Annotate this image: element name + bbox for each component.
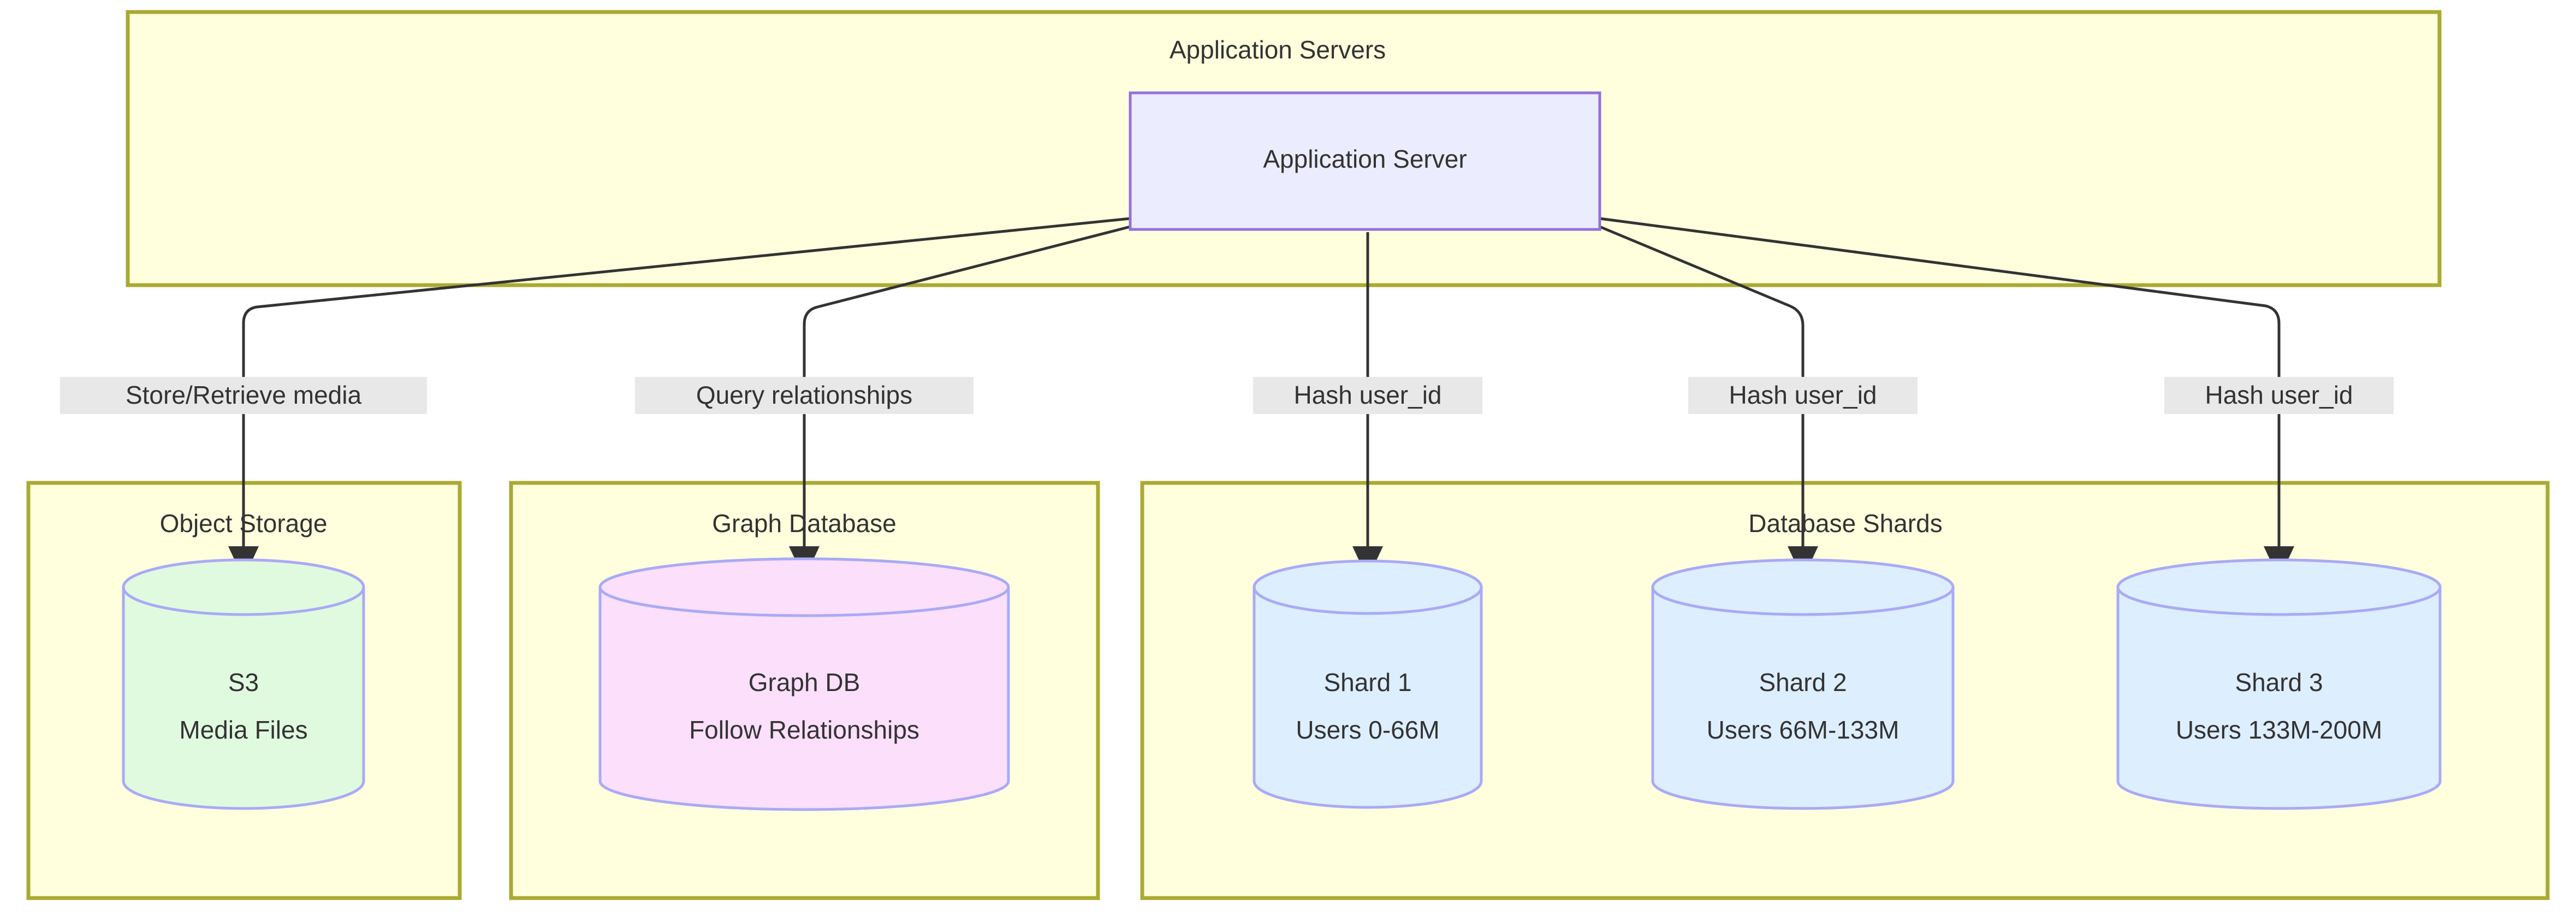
- node-shard3-cylinder[interactable]: Shard 3 Users 133M-200M: [2116, 558, 2442, 810]
- cluster-database-shards-title: Database Shards: [1748, 509, 1942, 538]
- node-s3-cylinder-top: [122, 558, 365, 616]
- edge-label-hash-user-id-shard3-text: Hash user_id: [2205, 381, 2353, 409]
- node-s3-cylinder[interactable]: S3 Media Files: [122, 558, 365, 810]
- node-shard1-label-primary: Shard 1: [1323, 668, 1411, 696]
- node-graph-db-label-secondary: Follow Relationships: [689, 716, 919, 744]
- node-shard1-cylinder[interactable]: Shard 1 Users 0-66M: [1253, 559, 1483, 809]
- node-shard3-label-primary: Shard 3: [2235, 668, 2323, 696]
- node-shard3-cylinder-top: [2116, 558, 2442, 616]
- node-shard2-label-secondary: Users 66M-133M: [1707, 716, 1900, 744]
- edge-label-hash-user-id-shard2: Hash user_id: [1688, 377, 1918, 414]
- edge-label-query-relationships-text: Query relationships: [696, 381, 912, 409]
- node-shard2-cylinder[interactable]: Shard 2 Users 66M-133M: [1651, 558, 1955, 810]
- node-shard1-cylinder-top: [1253, 559, 1483, 615]
- node-shard2-cylinder-top: [1651, 558, 1955, 616]
- cluster-application-servers-title: Application Servers: [1170, 36, 1386, 64]
- node-application-server-box[interactable]: [1129, 91, 1601, 231]
- node-application-server-label: Application Server: [1263, 145, 1467, 173]
- edge-label-query-relationships-bg: [635, 377, 974, 414]
- edge-label-hash-user-id-shard3: Hash user_id: [2164, 377, 2394, 414]
- edge-label-hash-user-id-shard2-text: Hash user_id: [1729, 381, 1877, 409]
- node-shard2-label-primary: Shard 2: [1759, 668, 1847, 696]
- edge-label-hash-user-id-shard1: Hash user_id: [1253, 377, 1482, 414]
- edge-store-retrieve-media-path: [242, 217, 1131, 557]
- node-graph-db-cylinder-top: [598, 557, 1010, 617]
- node-s3-label-secondary: Media Files: [179, 716, 307, 744]
- node-graph-db-cylinder[interactable]: Graph DB Follow Relationships: [598, 557, 1010, 811]
- node-shard3-label-secondary: Users 133M-200M: [2176, 716, 2382, 744]
- edge-query-relationships-path: [803, 225, 1131, 557]
- node-s3-label-primary: S3: [228, 668, 259, 696]
- node-application-server[interactable]: Application Server: [1129, 91, 1601, 231]
- edge-hash-user-id-shard2-path: [1599, 225, 1805, 557]
- edge-label-store-retrieve-media-text: Store/Retrieve media: [126, 381, 361, 409]
- edge-label-hash-user-id-shard3-bg: [2164, 377, 2394, 414]
- edge-label-store-retrieve-media: Store/Retrieve media: [60, 377, 427, 414]
- edge-label-hash-user-id-shard1-text: Hash user_id: [1293, 381, 1441, 409]
- edge-hash-user-id-shard3-path: [1599, 217, 2281, 557]
- node-graph-db-label-primary: Graph DB: [749, 668, 860, 696]
- edge-label-hash-user-id-shard2-bg: [1688, 377, 1918, 414]
- edge-label-hash-user-id-shard1-bg: [1253, 377, 1482, 414]
- edge-label-store-retrieve-media-bg: [60, 377, 427, 414]
- edge-label-query-relationships: Query relationships: [635, 377, 974, 414]
- node-shard1-label-secondary: Users 0-66M: [1296, 716, 1439, 744]
